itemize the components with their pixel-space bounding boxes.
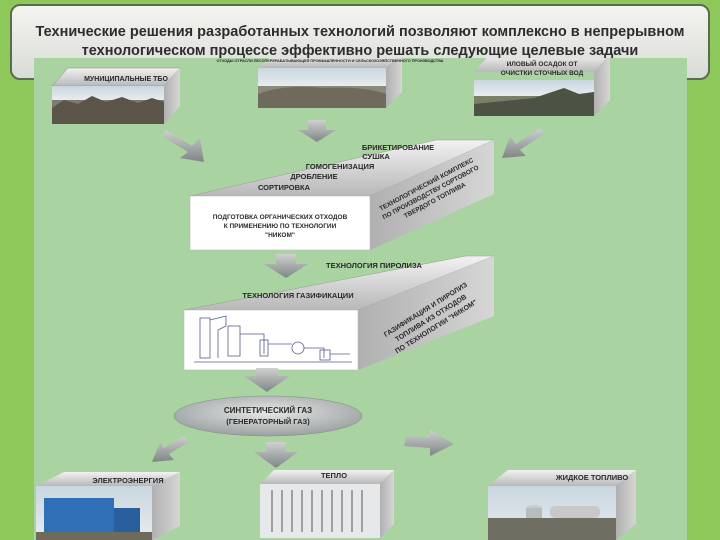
diagram-panel: МУНИЦИПАЛЬНЫЕ ТБО ОТХОДЫ ОТРАСЛИ ЛЕСОПЕР… — [34, 58, 687, 540]
arrow-sludge-to-processing — [502, 128, 544, 158]
source-label-sludge-2: ОЧИСТКИ СТОЧНЫХ ВОД — [501, 70, 584, 77]
arrow-gasification-to-syngas — [244, 368, 290, 392]
processing-front-1: ПОДГОТОВКА ОРГАНИЧЕСКИХ ОТХОДОВ — [213, 214, 348, 221]
arrow-municipal-to-processing — [162, 130, 204, 162]
processing-front-2: К ПРИМЕНЕНИЮ ПО ТЕХНОЛОГИИ — [224, 223, 337, 230]
syngas-label-2: (ГЕНЕРАТОРНЫЙ ГАЗ) — [226, 417, 310, 426]
step-pyrolysis: ТЕХНОЛОГИЯ ПИРОЛИЗА — [326, 261, 423, 270]
arrow-forestry-to-processing — [298, 120, 336, 142]
processing-front-3: "НИКОМ" — [265, 232, 295, 239]
gasification-schematic — [194, 315, 352, 363]
output-box-electricity: ЭЛЕКТРОЭНЕРГИЯ — [36, 472, 180, 540]
output-box-liquid-fuel: ЖИДКОЕ ТОПЛИВО — [488, 470, 636, 540]
gasification-block: ТЕХНОЛОГИЯ ПИРОЛИЗА ТЕХНОЛОГИЯ ГАЗИФИКАЦ… — [183, 255, 495, 371]
process-diagram: МУНИЦИПАЛЬНЫЕ ТБО ОТХОДЫ ОТРАСЛИ ЛЕСОПЕР… — [36, 58, 636, 540]
arrow-syngas-to-heat — [254, 442, 298, 468]
slide-title: Технические решения разработанных технол… — [35, 24, 685, 59]
syngas-label-1: СИНТЕТИЧЕСКИЙ ГАЗ — [224, 406, 312, 415]
processing-block: БРИКЕТИРОВАНИЕ СУШКА ГОМОГЕНИЗАЦИЯ ДРОБЛ… — [189, 139, 495, 251]
step-gasification: ТЕХНОЛОГИЯ ГАЗИФИКАЦИИ — [242, 291, 353, 300]
step-crushing: ДРОБЛЕНИЕ — [290, 172, 337, 181]
radiator-icon — [271, 490, 363, 532]
step-briquetting: БРИКЕТИРОВАНИЕ — [362, 143, 434, 152]
output-label-heat: ТЕПЛО — [321, 471, 347, 480]
arrow-syngas-to-electricity — [152, 436, 189, 462]
step-homogenization: ГОМОГЕНИЗАЦИЯ — [306, 162, 375, 171]
step-sorting: СОРТИРОВКА — [258, 183, 311, 192]
source-box-sludge: ИЛОВЫЙ ОСАДОК ОТ ОЧИСТКИ СТОЧНЫХ ВОД — [474, 58, 610, 116]
arrow-processing-to-gasification — [264, 254, 308, 278]
syngas-ellipse: СИНТЕТИЧЕСКИЙ ГАЗ (ГЕНЕРАТОРНЫЙ ГАЗ) — [173, 395, 363, 437]
output-label-electricity: ЭЛЕКТРОЭНЕРГИЯ — [92, 476, 163, 485]
source-label-sludge-1: ИЛОВЫЙ ОСАДОК ОТ — [507, 59, 578, 68]
source-box-forestry: ОТХОДЫ ОТРАСЛИ ЛЕСОПЕРЕРАБАТЫВАЮЩЕЙ ПРОМ… — [216, 58, 444, 108]
output-label-liquid-fuel: ЖИДКОЕ ТОПЛИВО — [555, 473, 629, 482]
output-box-heat: ТЕПЛО — [260, 470, 394, 538]
source-label-municipal: МУНИЦИПАЛЬНЫЕ ТБО — [84, 76, 168, 83]
arrow-syngas-to-fuel — [404, 430, 454, 456]
source-box-municipal: МУНИЦИПАЛЬНЫЕ ТБО — [51, 67, 181, 124]
step-drying: СУШКА — [362, 152, 390, 161]
source-label-forestry: ОТХОДЫ ОТРАСЛИ ЛЕСОПЕРЕРАБАТЫВАЮЩЕЙ ПРОМ… — [216, 59, 443, 63]
